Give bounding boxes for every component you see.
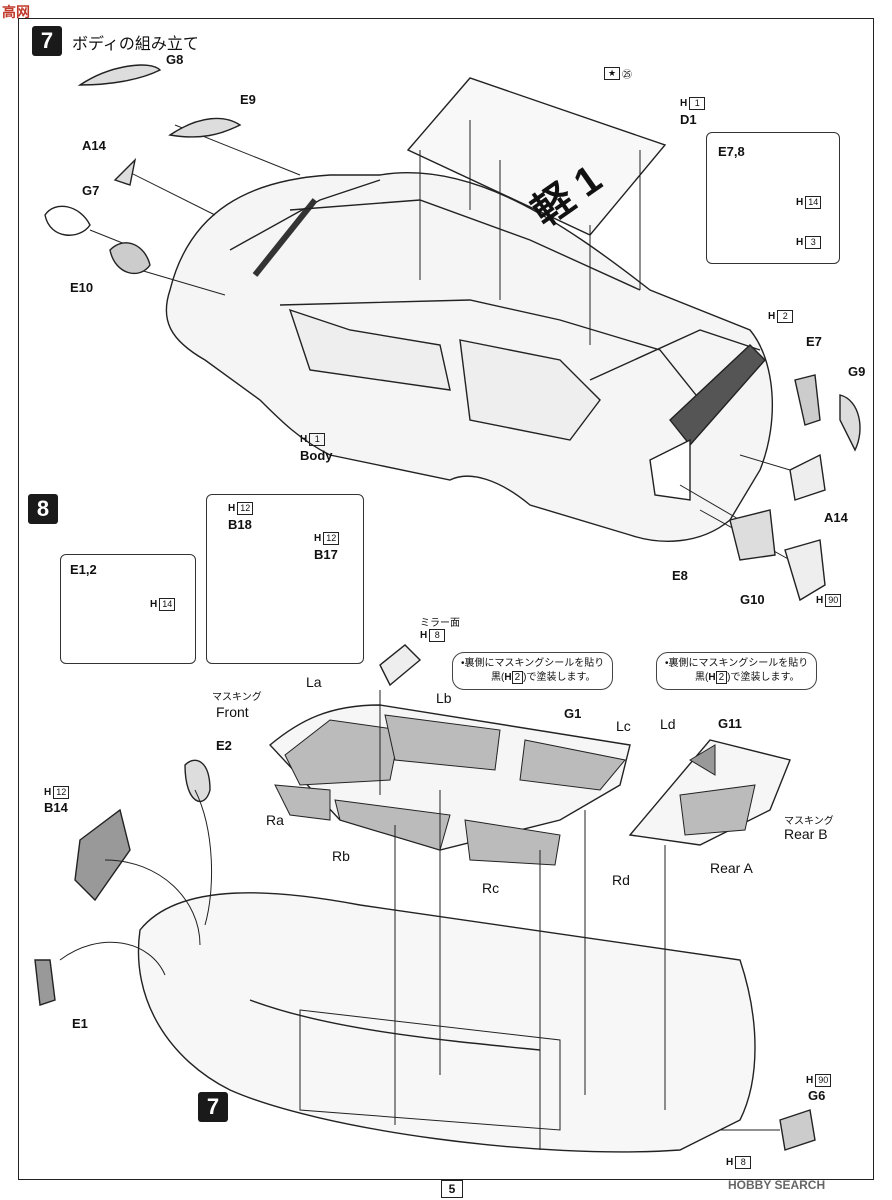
step-8-badge: 8 [28, 494, 58, 524]
step-7-title: ボディの組み立て [72, 36, 199, 53]
part-a14-right: A14 [824, 510, 848, 525]
inset-e12-title: E1,2 [70, 562, 97, 577]
inset-e78-title: E7,8 [718, 144, 745, 159]
window-rc: Rc [482, 880, 500, 896]
part-g1: G1 [564, 706, 582, 721]
step-7-ref-badge: 7 [198, 1092, 228, 1122]
window-rear-b: Rear B [784, 826, 828, 842]
part-e10: E10 [70, 280, 94, 295]
window-ld: Ld [660, 716, 676, 732]
part-e7: E7 [806, 334, 822, 349]
window-rd: Rd [612, 872, 630, 888]
window-rear-a: Rear A [710, 860, 753, 876]
part-e1: E1 [72, 1016, 88, 1031]
part-e9: E9 [240, 92, 256, 107]
page-frame [18, 18, 874, 1180]
part-g9: G9 [848, 364, 866, 379]
part-b17: B17 [314, 547, 338, 562]
part-g8: G8 [166, 52, 184, 67]
mirror-face-label: ミラー面 [420, 618, 460, 629]
part-e2: E2 [216, 738, 232, 753]
inset-e78 [706, 132, 840, 264]
window-front: Front [216, 704, 249, 720]
masking-front-label: マスキング [212, 692, 262, 703]
window-rb: Rb [332, 848, 350, 864]
part-g6: G6 [808, 1088, 826, 1103]
masking-rear-label: マスキング [784, 816, 834, 827]
part-g10: G10 [740, 592, 765, 607]
window-lc: Lc [616, 718, 631, 734]
part-d1: D1 [680, 112, 697, 127]
step-7-badge: 7 [32, 26, 62, 56]
decal-star-marker: ★㉕ [604, 66, 632, 81]
part-b14: B14 [44, 800, 68, 815]
part-g7: G7 [82, 183, 100, 198]
window-ra: Ra [266, 812, 284, 828]
inset-e12 [60, 554, 196, 664]
part-g11: G11 [718, 716, 742, 731]
part-body: Body [300, 448, 333, 463]
part-e8: E8 [672, 568, 688, 583]
part-b18: B18 [228, 517, 252, 532]
site-logo: 高网 [2, 4, 30, 20]
inset-b17-b18 [206, 494, 364, 664]
page-number: 5 [441, 1180, 463, 1198]
window-lb: Lb [436, 690, 452, 706]
watermark: HOBBY SEARCH [728, 1178, 826, 1192]
window-la: La [306, 674, 322, 690]
part-a14-left: A14 [82, 138, 106, 153]
